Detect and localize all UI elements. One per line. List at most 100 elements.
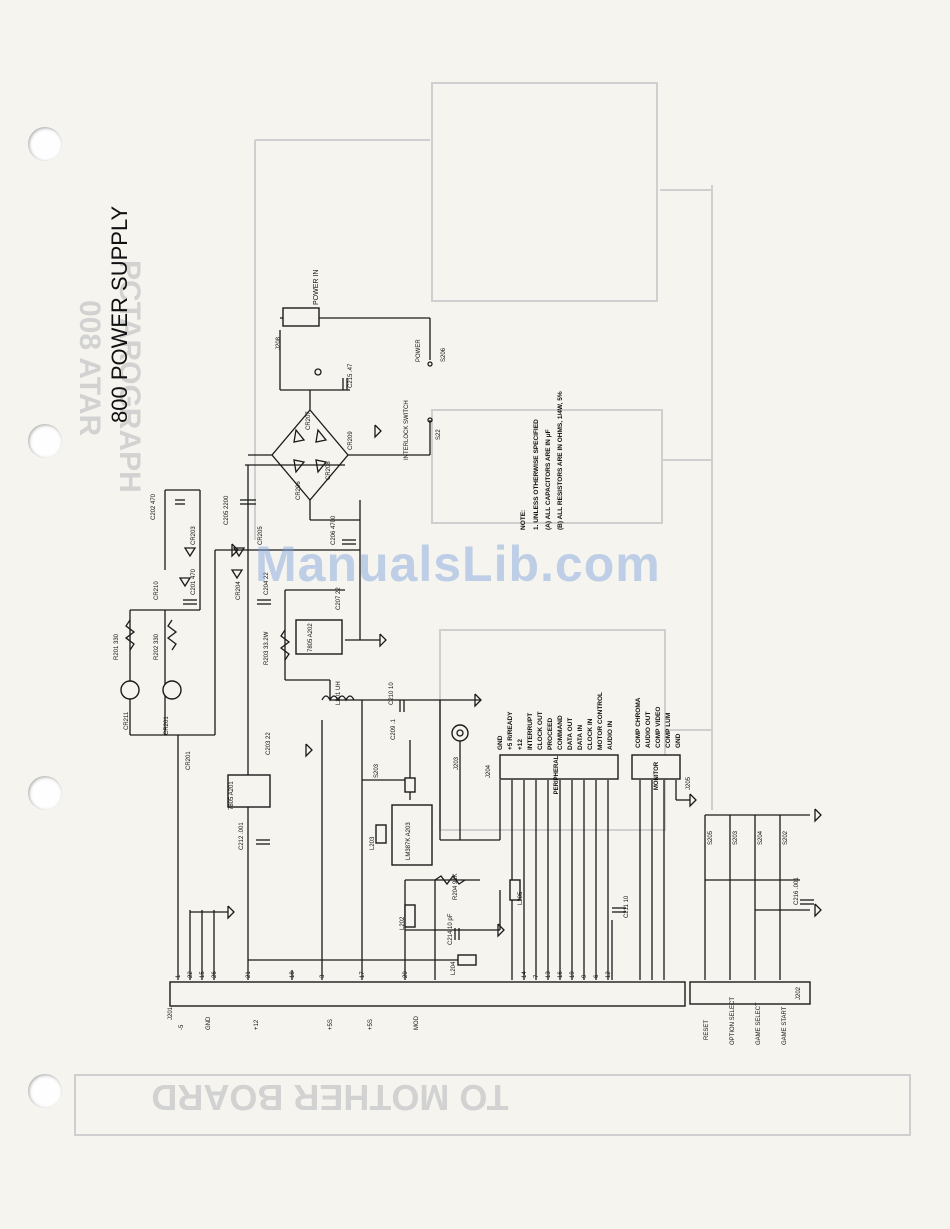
j201-pin-8: 20 xyxy=(403,971,409,978)
l204-label: L204 xyxy=(451,961,457,975)
peripheral-signal-1: +5 R/READY xyxy=(507,711,514,750)
cr203-label: CR203 xyxy=(191,526,197,545)
r203-label: R203 33.2W xyxy=(264,631,270,665)
c206-label: C206 4700 xyxy=(331,515,337,545)
j201-pin-label-3: +5S xyxy=(328,1019,334,1030)
switch-s202: S202 xyxy=(783,830,789,845)
binder-hole-upper-mid xyxy=(28,424,62,458)
c214-label: C214 10 pF xyxy=(448,913,454,945)
j202-label-select: GAME SELECT xyxy=(756,1002,762,1045)
j202-ref: J202 xyxy=(796,986,802,1000)
peripheral-signal-10: MOTOR CONTROL xyxy=(597,692,604,750)
power-in-label: POWER IN xyxy=(313,270,320,305)
note-line-1: 1. UNLESS OTHERWISE SPECIFIED xyxy=(533,419,540,530)
j201-pin-10: 7 xyxy=(534,974,540,978)
monitor-signal-2: COMP VIDEO xyxy=(655,707,662,748)
switch-s205: S205 xyxy=(708,830,714,845)
note-line-2: (A) ALL CAPACITORS ARE IN μF xyxy=(545,429,552,530)
j201-pin-7: 17 xyxy=(360,971,366,978)
j201-pin-15: 6 xyxy=(594,974,600,978)
cr-lower-label: CR201 xyxy=(186,751,192,770)
j202-label-start: GAME START xyxy=(782,1006,788,1045)
binder-hole-lower-mid xyxy=(28,776,62,810)
c216-label: C216 .001 xyxy=(794,877,800,905)
j201-pin-label-5: MOD xyxy=(414,1015,420,1030)
l202-label: L202 xyxy=(400,916,406,930)
j208-label: J208 xyxy=(276,336,282,350)
binder-hole-bottom xyxy=(28,1074,62,1108)
a201-label: 7805 A201 xyxy=(229,781,235,810)
components xyxy=(120,307,822,1007)
j201-pin-12: 16 xyxy=(558,971,564,978)
l203-label: L203 xyxy=(370,836,376,850)
power-switch-label: POWER xyxy=(416,339,422,362)
cr201-label: CR201 xyxy=(164,716,170,735)
cr206-label: CR206 xyxy=(296,481,302,500)
c201-label: C201 470 xyxy=(191,568,197,595)
peripheral-signal-2: +12 xyxy=(517,739,524,750)
j201-pin-1: 22 xyxy=(188,971,194,978)
peripheral-signal-9: CLOCK IN xyxy=(587,718,594,750)
regulator-a201 xyxy=(227,774,271,808)
c212-label: C212 .001 xyxy=(239,822,245,850)
monitor-signal-3: COMP LUM xyxy=(665,713,672,748)
u201-label: 7805 A202 xyxy=(308,623,314,652)
peripheral-connector-block xyxy=(499,754,619,780)
peripheral-signal-3: INTERRUPT xyxy=(527,713,534,750)
j201-pin-13: 19 xyxy=(570,971,576,978)
peripheral-signal-6: COMMAND xyxy=(557,715,564,750)
c205-label: C205 2200 xyxy=(224,495,230,525)
monitor-signal-0: COMP CHROMA xyxy=(635,697,642,748)
r202-label: R202 330 xyxy=(154,633,160,660)
ghost-bottom-text: TO MOTHER BOARD xyxy=(151,1077,508,1118)
cr209-label: CR209 xyxy=(348,431,354,450)
j201-ref: J201 xyxy=(168,1006,174,1020)
s203-label: S203 xyxy=(374,763,380,778)
cr204-label: CR204 xyxy=(236,581,242,600)
interlock-label: INTERLOCK SWITCH xyxy=(404,400,410,460)
c207-label: C207 22 xyxy=(336,587,342,610)
connector-j201 xyxy=(169,981,686,1007)
j203-label: J203 xyxy=(454,756,460,770)
j201-pin-2: 15 xyxy=(200,971,206,978)
j201-pin-3: 26 xyxy=(212,971,218,978)
monitor-signal-1: AUDIO OUT xyxy=(645,712,652,749)
r201-label: R201 330 xyxy=(114,633,120,660)
monitor-connector-block xyxy=(631,754,681,780)
ghost-show-through: TO MOTHER BOARD PCTAROGRAPH 008 ATAR xyxy=(73,82,911,1136)
cr211-label: CR211 xyxy=(124,711,130,730)
c210-label: C210 10 xyxy=(389,682,395,705)
cr207-label: CR207 xyxy=(306,411,312,430)
c202-label: C202 470 xyxy=(151,493,157,520)
j201-pin-6: 3 xyxy=(320,974,326,978)
j201-pin-label-1: GND xyxy=(206,1016,212,1030)
peripheral-signal-11: AUDIO IN xyxy=(607,720,614,750)
cr205-label: CR205 xyxy=(258,526,264,545)
switch-s203: S203 xyxy=(733,830,739,845)
peripheral-ref: J204 xyxy=(486,764,492,778)
j201-pin-14: 9 xyxy=(582,974,588,978)
wiring xyxy=(129,317,810,980)
l201-label: L201 UH xyxy=(336,681,342,705)
r204-label: R204 91K xyxy=(453,873,459,900)
regulator-7805 xyxy=(295,619,343,655)
c204-label: C204 22 xyxy=(264,572,270,595)
j201-pin-label-0: -5 xyxy=(179,1024,185,1030)
peripheral-signal-8: DATA IN xyxy=(577,725,584,750)
j202-label-option: OPTION SELECT xyxy=(730,997,736,1045)
j201-pin-0: 1 xyxy=(176,974,182,978)
ghost-left-text-1: PCTAROGRAPH xyxy=(113,260,146,493)
monitor-header: MONITOR xyxy=(654,761,660,790)
c209-label: C209 .1 xyxy=(391,718,397,740)
s22-label: S22 xyxy=(436,429,442,440)
j201-pin-16: 12 xyxy=(606,971,612,978)
j202-label-reset: RESET xyxy=(704,1020,710,1040)
peripheral-signal-4: CLOCK OUT xyxy=(537,711,544,750)
labels: POWER IN J208 POWER S206 INTERLOCK SWITC… xyxy=(114,270,802,1045)
note-heading: NOTE: xyxy=(520,510,527,530)
cr210-label: CR210 xyxy=(154,581,160,600)
j201-pin-label-2: +12 xyxy=(254,1019,260,1030)
peripheral-signal-7: DATA OUT xyxy=(567,718,574,750)
s206-label: S206 xyxy=(441,347,447,362)
